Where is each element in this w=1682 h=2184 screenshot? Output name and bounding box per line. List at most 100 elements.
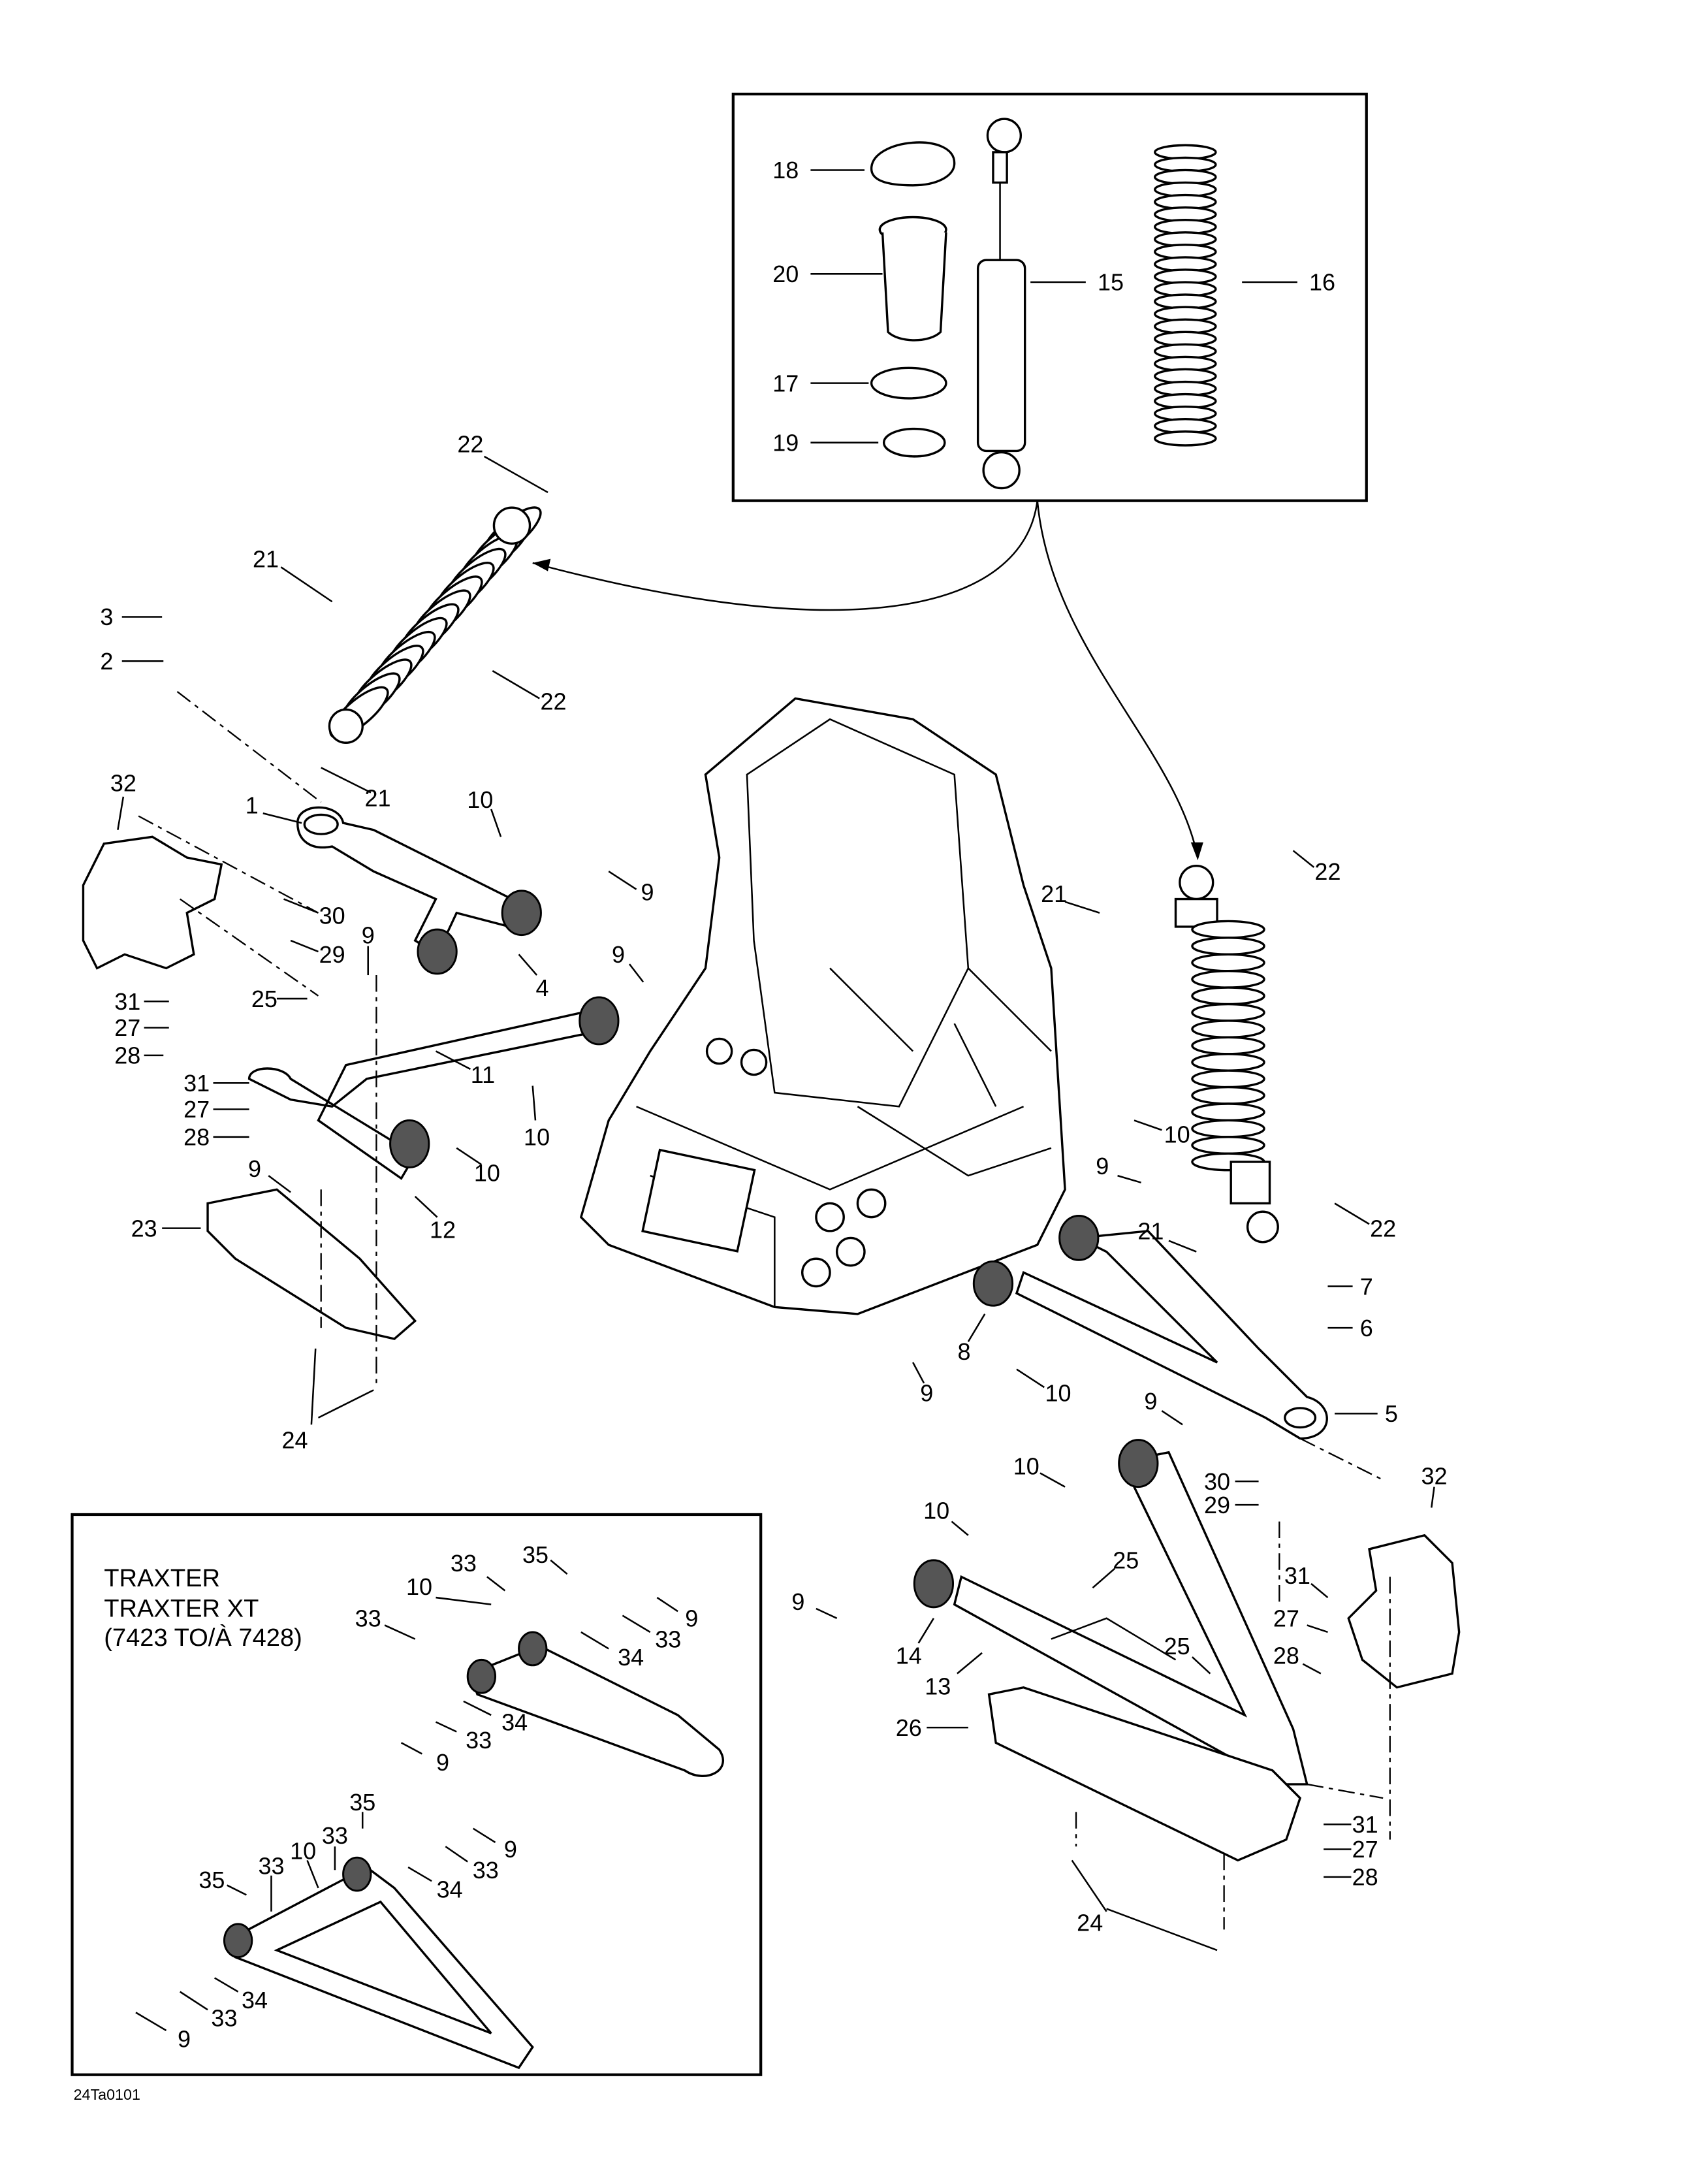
part-number-callout: 12 [430, 1216, 456, 1243]
leader-line [951, 1520, 969, 1536]
coil-spring-part [1154, 144, 1217, 447]
leader-line [1334, 1202, 1370, 1225]
leader-line [1307, 1624, 1328, 1633]
part-number-callout: 9 [612, 941, 625, 968]
part-number-callout: 1 [246, 792, 259, 818]
part-number-callout: 28 [1352, 1864, 1378, 1891]
leader-line [912, 1362, 925, 1384]
part-number-callout: 9 [641, 879, 654, 906]
leader-line [608, 871, 637, 890]
part-number-callout: 4 [536, 974, 549, 1001]
leader-line [967, 1313, 986, 1342]
part-number-callout: 23 [131, 1215, 157, 1242]
left-lower-a-arm [247, 996, 620, 1180]
part-number-callout: 10 [524, 1124, 550, 1151]
part-number-callout: 20 [772, 261, 799, 287]
inset-title-line-2: TRAXTER XT [104, 1595, 259, 1623]
part-number-callout: 27 [1352, 1836, 1378, 1863]
leader-line [816, 1607, 838, 1619]
left-a-arm-protector [206, 1188, 417, 1340]
part-number-callout: 31 [114, 988, 140, 1015]
leader-line [486, 1576, 506, 1592]
sleeve-part [878, 216, 947, 342]
leader-line [622, 1614, 651, 1633]
leader-line [317, 1389, 374, 1419]
part-number-callout: 34 [437, 1876, 463, 1903]
part-number-callout: 9 [685, 1605, 698, 1632]
inset-title-line-1: TRAXTER [104, 1564, 220, 1592]
part-number-callout: 31 [1284, 1562, 1310, 1589]
part-number-callout: 7 [1360, 1273, 1373, 1300]
part-number-callout: 27 [1273, 1605, 1299, 1632]
part-number-callout: 17 [772, 370, 799, 396]
retainer-part [882, 427, 946, 458]
leader-line [1134, 1119, 1162, 1131]
leader-line [1431, 1486, 1435, 1508]
leader-line [957, 1652, 983, 1675]
part-number-callout: 21 [253, 545, 279, 572]
part-number-callout: 24 [281, 1426, 308, 1453]
leader-line [1168, 1240, 1197, 1253]
part-number-callout: 2 [100, 648, 113, 675]
part-number-callout: 31 [183, 1070, 210, 1097]
spring-seat-part [870, 141, 956, 187]
leader-line [550, 1559, 568, 1575]
leader-line [180, 1991, 208, 2011]
part-number-callout: 11 [471, 1061, 495, 1088]
left-shock-assembly [328, 506, 542, 744]
part-number-callout: 24 [1077, 1909, 1103, 1936]
part-number-callout: 32 [110, 769, 136, 796]
part-number-callout: 8 [957, 1338, 970, 1365]
upper-arm-variant [469, 1645, 724, 1777]
part-number-callout: 6 [1360, 1315, 1373, 1341]
part-number-callout: 29 [1204, 1492, 1230, 1518]
leader-line [214, 1977, 239, 1993]
part-number-callout: 31 [1352, 1811, 1378, 1838]
traxter-arm-variant-inset: TRAXTER TRAXTER XT (7423 TO/À 7428) [71, 1513, 763, 2076]
part-number-callout: 18 [772, 157, 799, 184]
part-number-callout: 27 [114, 1014, 140, 1041]
leader-line [456, 1147, 483, 1166]
part-number-callout: 10 [290, 1837, 316, 1864]
ring-part [870, 366, 947, 400]
part-number-callout: 33 [355, 1605, 381, 1632]
part-number-callout: 26 [896, 1714, 922, 1741]
part-number-callout: 22 [540, 688, 566, 715]
part-number-callout: 32 [1421, 1462, 1448, 1489]
part-number-callout: 9 [436, 1749, 449, 1776]
part-number-callout: 33 [322, 1822, 348, 1849]
leader-line [472, 1827, 496, 1843]
part-number-callout: 9 [920, 1379, 933, 1406]
part-number-callout: 16 [1309, 269, 1335, 296]
part-number-callout: 33 [655, 1626, 681, 1652]
part-number-callout: 9 [1144, 1388, 1157, 1415]
right-a-arm-protector [987, 1686, 1302, 1862]
part-number-callout: 30 [1204, 1468, 1230, 1495]
vehicle-frame [579, 697, 1066, 1315]
part-number-callout: 19 [772, 429, 799, 456]
part-number-callout: 28 [1273, 1643, 1299, 1669]
part-number-callout: 33 [473, 1857, 499, 1884]
right-lower-a-arm [913, 1439, 1309, 1786]
part-number-callout: 10 [1045, 1379, 1071, 1406]
leader-line [1039, 1472, 1066, 1488]
part-number-callout: 33 [451, 1550, 477, 1577]
part-number-callout: 21 [1137, 1218, 1164, 1245]
part-number-callout: 9 [362, 922, 375, 948]
leader-line [445, 1846, 468, 1863]
part-number-callout: 10 [474, 1160, 500, 1187]
leader-line [1292, 850, 1315, 868]
part-number-callout: 10 [923, 1497, 949, 1524]
part-number-callout: 10 [467, 786, 493, 813]
part-number-callout: 28 [114, 1042, 140, 1069]
inset-title-line-3: (7423 TO/À 7428) [104, 1624, 302, 1652]
part-number-callout: 25 [1164, 1633, 1190, 1660]
leader-line [135, 2012, 167, 2032]
leader-line [518, 954, 538, 976]
part-number-callout: 10 [406, 1573, 432, 1600]
part-number-callout: 35 [522, 1541, 548, 1568]
part-number-callout: 22 [457, 431, 483, 458]
leader-line [463, 1700, 492, 1716]
